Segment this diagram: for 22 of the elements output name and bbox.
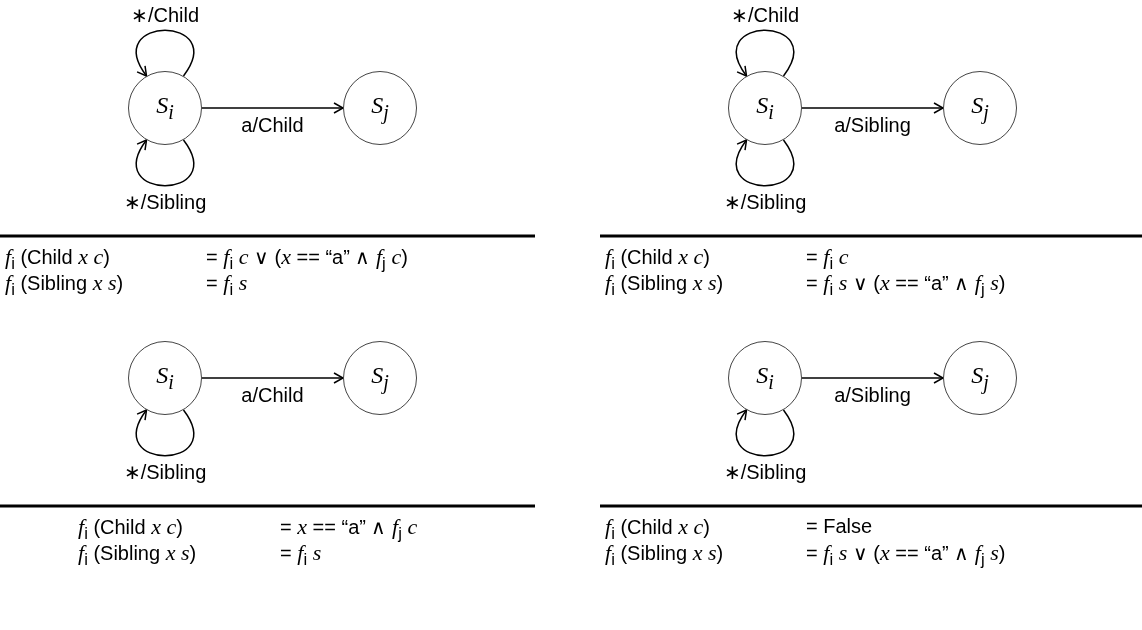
self-loop-arrow — [135, 409, 195, 457]
self-loop-arrow — [735, 139, 795, 187]
edge-label: a/Sibling — [832, 384, 913, 406]
state-label: S$_{i}$ — [756, 362, 774, 394]
self-loop-arrow — [735, 29, 795, 77]
state-label: S$_{i}$ — [756, 92, 774, 124]
formula-text: = f$_{i}$ s ∨ (x == “a” ∧ f$_{j}$ s) — [806, 540, 1006, 570]
state-label: S$_{i}$ — [156, 92, 174, 124]
self-loop-arrow — [735, 409, 795, 457]
edge-label: a/Sibling — [832, 114, 913, 136]
transition-arrow — [201, 372, 344, 384]
transition-arrow — [801, 372, 944, 384]
self-loop-arrow — [135, 29, 195, 77]
state-label: S$_{j}$ — [371, 362, 389, 394]
formula-text: = False — [806, 514, 873, 538]
state-label: S$_{i}$ — [156, 362, 174, 394]
state-label: S$_{j}$ — [971, 92, 989, 124]
transition-arrow — [801, 102, 944, 114]
state-label: S$_{j}$ — [371, 92, 389, 124]
state-label: S$_{j}$ — [971, 362, 989, 394]
self-loop-arrow — [135, 139, 195, 187]
transition-arrow — [201, 102, 344, 114]
